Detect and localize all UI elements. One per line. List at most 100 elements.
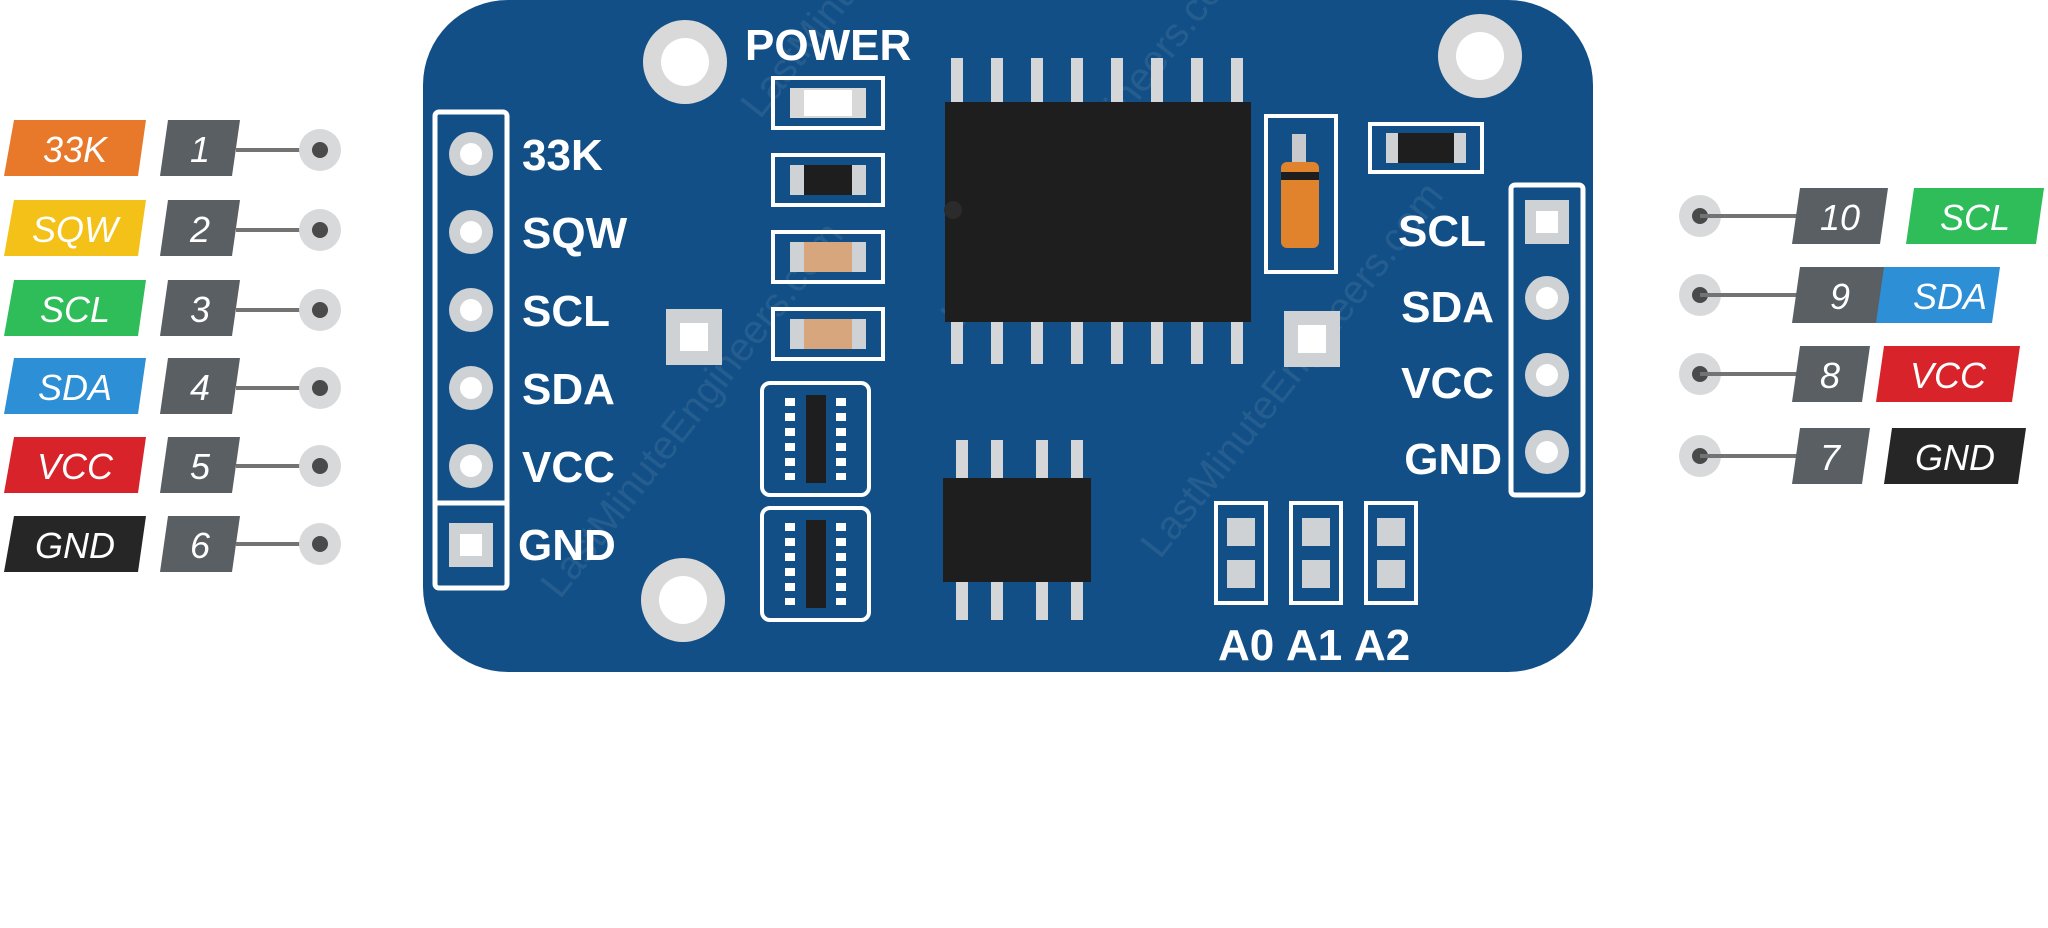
pin-number-tag xyxy=(160,516,240,572)
address-jumpers: A0 A1 A2 xyxy=(1214,501,1418,670)
crystal-outline xyxy=(1264,114,1338,274)
pin-terminal xyxy=(312,302,328,318)
resistor-array-outline xyxy=(760,506,871,622)
pin-number-tag xyxy=(160,358,240,414)
jumper-pad xyxy=(1377,560,1405,588)
chip-pin xyxy=(956,440,968,482)
smd-outline xyxy=(771,307,885,361)
power-led xyxy=(771,76,885,130)
pin-name-label: SDA xyxy=(38,367,112,408)
smd-resistor xyxy=(1368,122,1484,174)
rtc-chip-notch xyxy=(944,201,962,219)
test-pad xyxy=(680,323,708,351)
pin-number-label: 6 xyxy=(190,525,211,566)
jumper-pad xyxy=(1227,518,1255,546)
chip-pin xyxy=(951,318,963,364)
board-label-33k: 33K xyxy=(522,131,603,180)
pin-name-tag xyxy=(4,437,146,493)
right-pin-callout-9: 9 SDA xyxy=(1679,267,2000,323)
chip-pin xyxy=(1111,318,1123,364)
chip-pin xyxy=(1031,318,1043,364)
jumper-outline xyxy=(1289,501,1343,605)
pin-number-tag xyxy=(160,280,240,336)
rtc-chip-top-pins xyxy=(951,58,1243,106)
chip-pin xyxy=(991,58,1003,106)
pin-name-label: GND xyxy=(1915,437,1995,478)
smd-resistor xyxy=(771,153,885,207)
header-pin xyxy=(460,299,482,321)
jumper-pad xyxy=(1377,518,1405,546)
header-pin xyxy=(1536,441,1558,463)
pin-number-label: 7 xyxy=(1820,437,1842,478)
chip-pin xyxy=(1231,318,1243,364)
left-header-outline xyxy=(432,109,510,591)
smd-outline xyxy=(771,153,885,207)
pin-terminal xyxy=(312,536,328,552)
smd-capacitor xyxy=(771,230,885,284)
crystal-component xyxy=(1264,114,1338,274)
header-pin-square xyxy=(460,534,482,556)
pin-terminal xyxy=(312,142,328,158)
chip-pin xyxy=(991,578,1003,620)
pin-name-tag xyxy=(4,280,146,336)
chip-pin xyxy=(1191,58,1203,106)
smd-center xyxy=(1398,133,1454,163)
pin-number-label: 1 xyxy=(190,129,210,170)
jumper-outline xyxy=(1214,501,1268,605)
eeprom-chip xyxy=(943,440,1091,620)
chip-pin xyxy=(991,440,1003,482)
pin-name-tag xyxy=(1884,428,2026,484)
mounting-hole xyxy=(1456,32,1504,80)
crystal-band xyxy=(1281,172,1319,180)
board-label-vcc-right: VCC xyxy=(1401,359,1494,408)
mounting-holes xyxy=(641,14,1522,642)
chip-pin xyxy=(951,58,963,106)
left-pin-header xyxy=(432,109,510,591)
board-label-scl: SCL xyxy=(522,287,610,336)
chip-pin xyxy=(1071,440,1083,482)
left-pin-callout-1: 33K 1 xyxy=(4,120,341,176)
chip-pin xyxy=(1191,318,1203,364)
chip-pin xyxy=(1071,318,1083,364)
pin-number-label: 9 xyxy=(1830,276,1850,317)
chip-pin xyxy=(1031,58,1043,106)
pin-name-label: SCL xyxy=(1940,197,2010,238)
chip-pin xyxy=(1071,58,1083,106)
jumper-pad xyxy=(1302,518,1330,546)
chip-pin xyxy=(1151,318,1163,364)
resistor-array-outline xyxy=(760,381,871,497)
resistor-array-body xyxy=(806,520,826,608)
power-label: POWER xyxy=(745,21,911,70)
rtc-chip xyxy=(944,58,1251,364)
right-header-outline xyxy=(1508,182,1586,498)
pin-number-tag xyxy=(1792,346,1870,402)
chip-pin xyxy=(991,318,1003,364)
board-label-gnd-right: GND xyxy=(1404,435,1502,484)
chip-pin xyxy=(1036,578,1048,620)
pin-number-tag xyxy=(1792,267,1888,323)
board-label-sda-right: SDA xyxy=(1401,283,1494,332)
chip-pin xyxy=(956,578,968,620)
board-label-sqw: SQW xyxy=(522,209,628,258)
eeprom-chip-body xyxy=(943,478,1091,582)
address-label-a0: A0 xyxy=(1218,621,1274,670)
smd-outline xyxy=(1368,122,1484,174)
chip-pin xyxy=(1151,58,1163,106)
header-pin xyxy=(1536,287,1558,309)
rtc-chip-body xyxy=(945,102,1251,322)
board-label-vcc: VCC xyxy=(522,443,615,492)
left-pin-callout-2: SQW 2 xyxy=(4,200,341,256)
header-pin xyxy=(460,455,482,477)
pin-terminal xyxy=(312,458,328,474)
rtc-chip-bottom-pins xyxy=(951,318,1243,364)
right-pin-callout-7: 7 GND xyxy=(1679,428,2026,484)
power-led-lens xyxy=(804,90,852,116)
pin-name-label: GND xyxy=(35,525,115,566)
left-pin-callout-6: GND 6 xyxy=(4,516,341,572)
pin-name-tag xyxy=(1876,346,2020,402)
left-pin-callout-5: VCC 5 xyxy=(4,437,341,493)
board-label-gnd: GND xyxy=(518,521,616,570)
header-pin xyxy=(1536,364,1558,386)
pin-name-tag xyxy=(4,200,146,256)
